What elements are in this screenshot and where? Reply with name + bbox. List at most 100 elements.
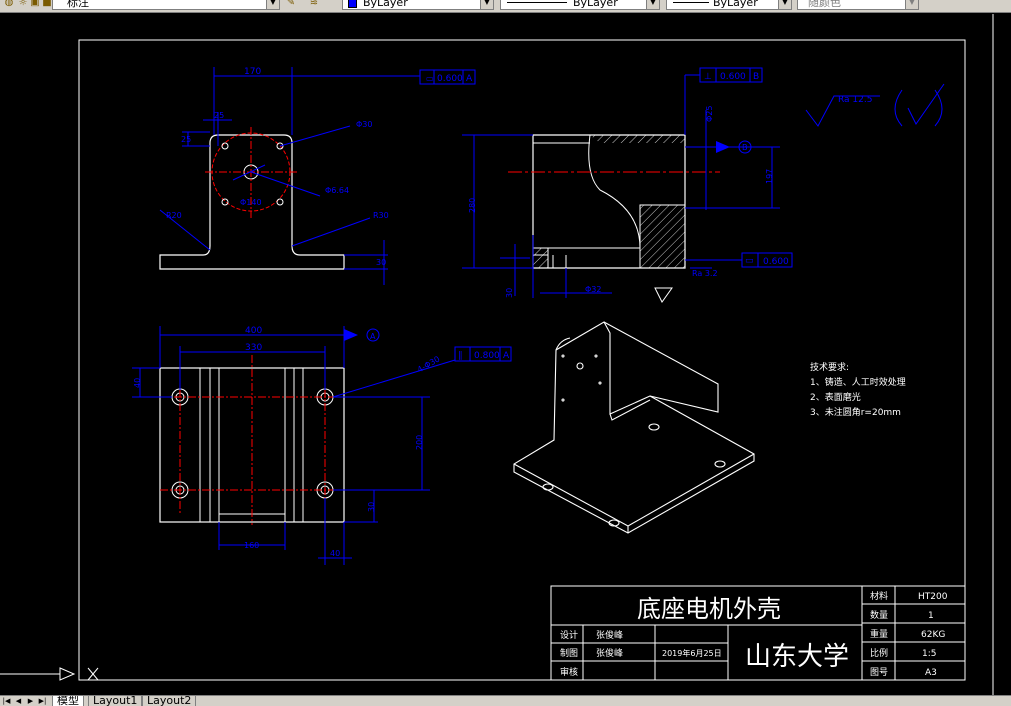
front-bolt-hole [221,142,229,150]
tech-requirements: 技术要求: 1、铸造、人工时效处理 2、表面磨光 3、未注圆角r=20mm [810,361,906,418]
plotstyle-dropdown[interactable]: 随颜色 ▼ [797,0,919,10]
linetype-preview [507,2,567,3]
quantity-value: 1 [928,611,934,621]
layer-previous-icon[interactable]: ≋ [309,0,319,8]
design-label: 设计 [560,629,578,641]
scale-label: 比例 [870,647,888,659]
linetype-dropdown[interactable]: ByLayer ▼ [500,0,660,10]
school-name: 山东大学 [745,642,849,672]
top-dim: 40 [133,378,142,388]
surface-finish-value: Ra 12.5 [838,95,872,105]
tab-layout2[interactable]: Layout2 [142,696,197,706]
last-tab-icon[interactable]: ▶| [38,697,47,705]
front-dim: 25 [181,135,191,144]
lock-icon[interactable]: ▣ [30,0,40,8]
dimstyle-dropdown[interactable]: 标注 ▼ [52,0,280,10]
side-flatness-value: 0.600 [763,257,789,267]
side-datum-label: B [753,72,759,82]
chevron-down-icon[interactable]: ▼ [646,0,659,9]
top-dim: 40 [330,549,340,558]
isometric-view [513,321,755,534]
front-view: ▭ 0.600 A 170 25 25 Φ30 Φ140 Φ6.64 R30 R… [159,67,476,285]
color-value: ByLayer [363,0,408,9]
scale-value: 1:5 [922,649,936,659]
tab-layout1[interactable]: Layout1 [88,696,143,706]
front-width-dim: 170 [244,67,261,77]
top-dim: 30 [367,502,376,512]
material-value: HT200 [918,592,948,602]
svg-text:▭: ▭ [426,74,434,83]
title-block [550,585,966,681]
side-view: ⊥ 0.600 B B ▭ 0.600 Φ25 280 197 30 Φ32 R… [462,67,793,303]
top-width-dim: 400 [245,326,262,336]
front-datum-label: A [466,74,473,84]
prev-tab-icon[interactable]: ◀ [15,697,22,705]
top-dim: 4-Φ30 [416,354,442,374]
front-dim: R30 [373,211,389,220]
tab-model[interactable]: 模型 [52,696,84,706]
weight-value: 62KG [921,630,945,640]
svg-text:A: A [370,332,376,341]
chevron-down-icon[interactable]: ▼ [778,0,791,9]
layer-state-icon[interactable]: ◍ [4,0,14,8]
layout-tabs-bar: |◀ ◀ ▶ ▶| 模型 Layout1 Layout2 [0,695,1011,706]
first-tab-icon[interactable]: |◀ [2,697,11,705]
front-dim: Φ30 [356,120,372,129]
dimstyle-value: 标注 [67,0,89,9]
side-dim: 197 [765,169,774,184]
front-bolt-hole [276,142,284,150]
ucs-icon [0,667,99,681]
drawing-no-value: A3 [925,668,937,678]
front-dim: 30 [376,258,386,267]
plotstyle-value: 随颜色 [808,0,841,9]
chevron-down-icon[interactable]: ▼ [266,0,279,9]
top-outline [159,367,345,523]
tech-item: 3、未注圆角r=20mm [810,406,901,418]
side-height-dim: 280 [468,198,477,213]
chevron-down-icon[interactable]: ▼ [905,0,918,9]
drawing-canvas[interactable]: ▭ 0.600 A 170 25 25 Φ30 Φ140 Φ6.64 R30 R… [0,12,1011,695]
properties-toolbar: ◍ ☼ ▣ ■ 标注 ▼ ✎ ≋ ByLayer ▼ ByLayer ▼ ByL… [0,0,1011,13]
svg-text:∥: ∥ [458,351,463,361]
side-dim: Φ25 [705,106,714,122]
chevron-down-icon[interactable]: ▼ [480,0,493,9]
color-square-icon[interactable]: ■ [42,0,52,8]
draw-date: 2019年6月25日 [662,648,722,658]
side-hatch [639,204,686,269]
color-swatch-icon [348,0,357,8]
draw-value: 张俊峰 [596,647,623,659]
tech-heading: 技术要求: [810,361,849,373]
lineweight-preview [673,2,709,3]
color-dropdown[interactable]: ByLayer ▼ [342,0,494,10]
side-dim: 30 [505,288,514,298]
design-value: 张俊峰 [596,629,623,641]
sun-icon[interactable]: ☼ [18,0,28,8]
top-parallelism-value: 0.800 [474,351,500,361]
top-dim: 160 [244,541,259,550]
make-current-icon[interactable]: ✎ [286,0,296,8]
svg-text:▭: ▭ [745,256,754,266]
linetype-value: ByLayer [573,0,618,9]
side-perpendicularity-value: 0.600 [720,72,746,82]
front-flatness-value: 0.600 [437,74,463,84]
surface-finish-symbol: Ra 12.5 [805,83,945,127]
front-dim: 25 [214,111,224,120]
svg-text:B: B [742,143,748,152]
part-name: 底座电机外壳 [637,595,781,623]
top-dim: 330 [245,343,262,353]
lineweight-dropdown[interactable]: ByLayer ▼ [666,0,792,10]
tech-item: 1、铸造、人工时效处理 [810,376,906,388]
side-roughness-symbol [654,287,673,303]
front-dim: Φ140 [240,198,262,207]
review-label: 审核 [560,666,578,678]
material-label: 材料 [870,590,888,602]
weight-label: 重量 [870,628,888,640]
lineweight-value: ByLayer [713,0,758,9]
next-tab-icon[interactable]: ▶ [27,697,34,705]
front-bolt-hole [276,198,284,206]
front-bolt-hole [221,198,229,206]
side-datum-b-circle [738,140,752,154]
draw-label: 制图 [560,647,578,659]
front-dim: R20 [166,211,182,220]
drawing-frame [78,39,966,681]
